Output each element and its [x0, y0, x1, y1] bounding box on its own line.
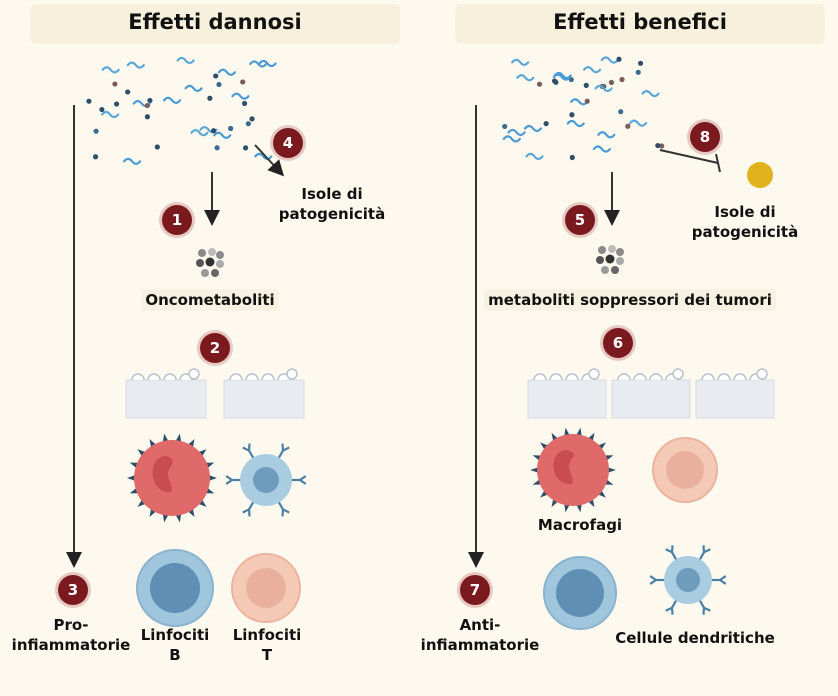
dendritiche-text: Cellule dendritiche	[615, 629, 775, 647]
dendritic-cell-icon-right	[649, 545, 727, 615]
right-isole-line1: Isole di	[714, 203, 776, 221]
linfociti-t-label: Linfociti T	[222, 625, 312, 665]
right-isole-label: Isole di patogenicità	[675, 202, 815, 242]
left-diagonal-arrow	[254, 144, 285, 177]
dendritiche-label: Cellule dendritiche	[600, 628, 790, 648]
right-title: Effetti benefici	[553, 10, 727, 34]
lymphocyte-icon-right-bottom	[543, 556, 617, 630]
anti-line1: Anti-	[459, 616, 501, 634]
anti-infiammatorie-label: Anti- infiammatorie	[410, 615, 550, 655]
pro-line1: Pro-	[53, 616, 89, 634]
right-isole-line2: patogenicità	[691, 223, 799, 241]
badge-3: 3	[58, 575, 88, 605]
oncometaboliti-label: Oncometaboliti	[120, 289, 300, 311]
badge-8: 8	[690, 122, 720, 152]
badge-2: 2	[200, 333, 230, 363]
oncometaboliti-text: Oncometaboliti	[141, 289, 279, 311]
pro-infiammatorie-label: Pro- infiammatorie	[4, 615, 138, 655]
left-isole-label: Isole di patogenicità	[262, 184, 402, 224]
right-title-banner	[455, 4, 825, 44]
macrofagi-label: Macrofagi	[520, 515, 640, 535]
epithelium-group	[125, 368, 775, 419]
macrofagi-text: Macrofagi	[537, 516, 623, 534]
linfociti-t-line2: T	[261, 646, 273, 664]
dendritic-cell-icon-left	[225, 443, 307, 517]
pathogenicity-island-icon	[747, 162, 773, 188]
macrophage-icon-left	[127, 433, 217, 523]
inhibition-arrow-icon	[659, 149, 721, 173]
badge-1: 1	[162, 205, 192, 235]
metaboliti-text: metaboliti soppressori dei tumori	[484, 289, 776, 311]
metabolite-cluster-right	[596, 245, 624, 274]
macrophage-icon-right	[530, 427, 616, 513]
pro-line2: infiammatorie	[11, 636, 131, 654]
badge-7: 7	[460, 575, 490, 605]
linfociti-b-line2: B	[169, 646, 181, 664]
badge-6: 6	[603, 328, 633, 358]
lymphocyte-t-icon	[231, 553, 301, 623]
left-title-banner	[30, 4, 400, 44]
linfociti-b-label: Linfociti B	[130, 625, 220, 665]
left-isole-line1: Isole di	[301, 185, 363, 203]
lymphocyte-icon-right-top	[652, 437, 718, 503]
left-title: Effetti dannosi	[128, 10, 302, 34]
linfociti-b-line1: Linfociti	[140, 626, 210, 644]
badge-5: 5	[565, 205, 595, 235]
linfociti-t-line1: Linfociti	[232, 626, 302, 644]
microbiota-cluster-right	[502, 56, 665, 161]
left-isole-line2: patogenicità	[278, 205, 386, 223]
anti-line2: infiammatorie	[420, 636, 540, 654]
microbiota-cluster-left	[86, 56, 277, 165]
lymphocyte-b-icon	[136, 549, 214, 627]
metaboliti-label: metaboliti soppressori dei tumori	[470, 289, 790, 311]
metabolite-cluster-left	[196, 248, 224, 277]
badge-4: 4	[273, 128, 303, 158]
